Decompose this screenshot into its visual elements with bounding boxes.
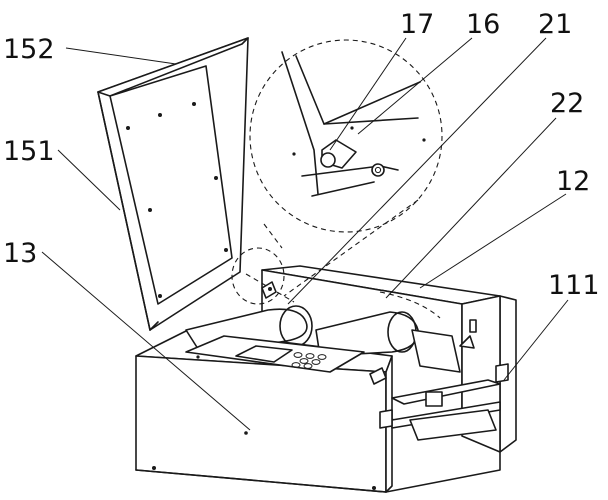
screw-dot: [192, 102, 196, 106]
screw-dot: [214, 176, 218, 180]
pivot-bolt: [371, 163, 385, 177]
label-21: 21: [538, 9, 572, 40]
screw-dot: [126, 126, 130, 130]
guide-plate: [411, 329, 461, 373]
side-switch: [369, 367, 387, 385]
marker-dot: [244, 431, 248, 435]
screw-dot: [148, 208, 152, 212]
warning-sign: [379, 409, 393, 429]
foot-dot: [372, 486, 376, 490]
display-screen: [235, 345, 293, 363]
zoom-source: [231, 247, 285, 305]
label-17: 17: [400, 9, 434, 40]
output-tray: [379, 335, 509, 441]
label-151: 151: [3, 136, 55, 167]
slot-indicator: [469, 319, 477, 333]
paper-path: [379, 291, 441, 319]
foot-dot: [152, 466, 156, 470]
control-panel: [185, 335, 387, 385]
warning-sign: [495, 363, 509, 383]
keypad: [291, 352, 327, 369]
screw-dot: [158, 113, 162, 117]
screw-dot: [224, 248, 228, 252]
hinge-bolt: [320, 152, 336, 168]
detail-circle: [231, 39, 443, 305]
label-12: 12: [556, 166, 590, 197]
reference-labels: 152 151 13 17 16 21 22 12 111: [3, 9, 600, 301]
label-13: 13: [3, 238, 37, 269]
tray-clip: [425, 391, 443, 407]
label-16: 16: [466, 9, 500, 40]
screw-dot: [158, 294, 162, 298]
arrow-mark: [459, 335, 475, 349]
paper-sheet: [409, 409, 497, 441]
lid: [97, 37, 249, 331]
leader-lines: [41, 37, 569, 431]
label-111: 111: [548, 270, 600, 301]
label-152: 152: [3, 34, 55, 65]
label-22: 22: [550, 88, 584, 119]
